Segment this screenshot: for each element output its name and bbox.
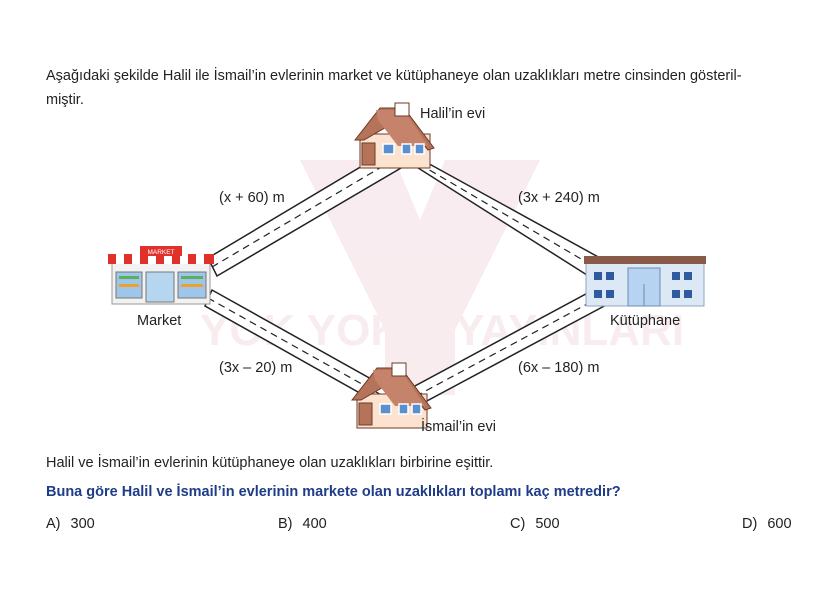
- road-market-ismail-label: (3x – 20) m: [219, 360, 292, 376]
- option-a-value: 300: [70, 516, 95, 532]
- option-b[interactable]: B) 400: [278, 516, 327, 532]
- road-halil-library-label: (3x + 240) m: [518, 190, 600, 206]
- question-text: Buna göre Halil ve İsmail’in evlerinin m…: [46, 484, 621, 500]
- option-d-value: 600: [767, 516, 792, 532]
- road-market-halil-label: (x + 60) m: [219, 190, 285, 206]
- ismail-house-label: İsmail’in evi: [421, 417, 496, 435]
- option-b-value: 400: [302, 516, 327, 532]
- library-building-icon: [584, 256, 706, 307]
- option-d[interactable]: D) 600: [742, 516, 792, 532]
- market-building-icon: MARKET: [108, 246, 214, 305]
- option-a[interactable]: A) 300: [46, 516, 95, 532]
- halil-house-label: Halil’in evi: [420, 106, 485, 122]
- intro-line-2: miştir.: [46, 92, 84, 108]
- market-label: Market: [137, 313, 181, 329]
- intro-text: Aşağıdaki şekilde Halil ile İsmail’in ev…: [46, 64, 806, 112]
- given-statement: Halil ve İsmail’in evlerinin kütüphaneye…: [46, 455, 494, 471]
- option-d-letter: D): [742, 516, 758, 532]
- intro-line-1: Aşağıdaki şekilde Halil ile İsmail’in ev…: [46, 68, 742, 84]
- ismail-house-icon: [350, 362, 432, 429]
- road-ismail-library-label: (6x – 180) m: [518, 360, 599, 376]
- option-a-letter: A): [46, 516, 61, 532]
- option-c-letter: C): [510, 516, 526, 532]
- option-c-value: 500: [535, 516, 560, 532]
- market-sign-text: MARKET: [147, 249, 174, 256]
- option-c[interactable]: C) 500: [510, 516, 560, 532]
- option-b-letter: B): [278, 516, 293, 532]
- halil-house-icon: [353, 102, 435, 169]
- library-label: Kütüphane: [610, 313, 680, 329]
